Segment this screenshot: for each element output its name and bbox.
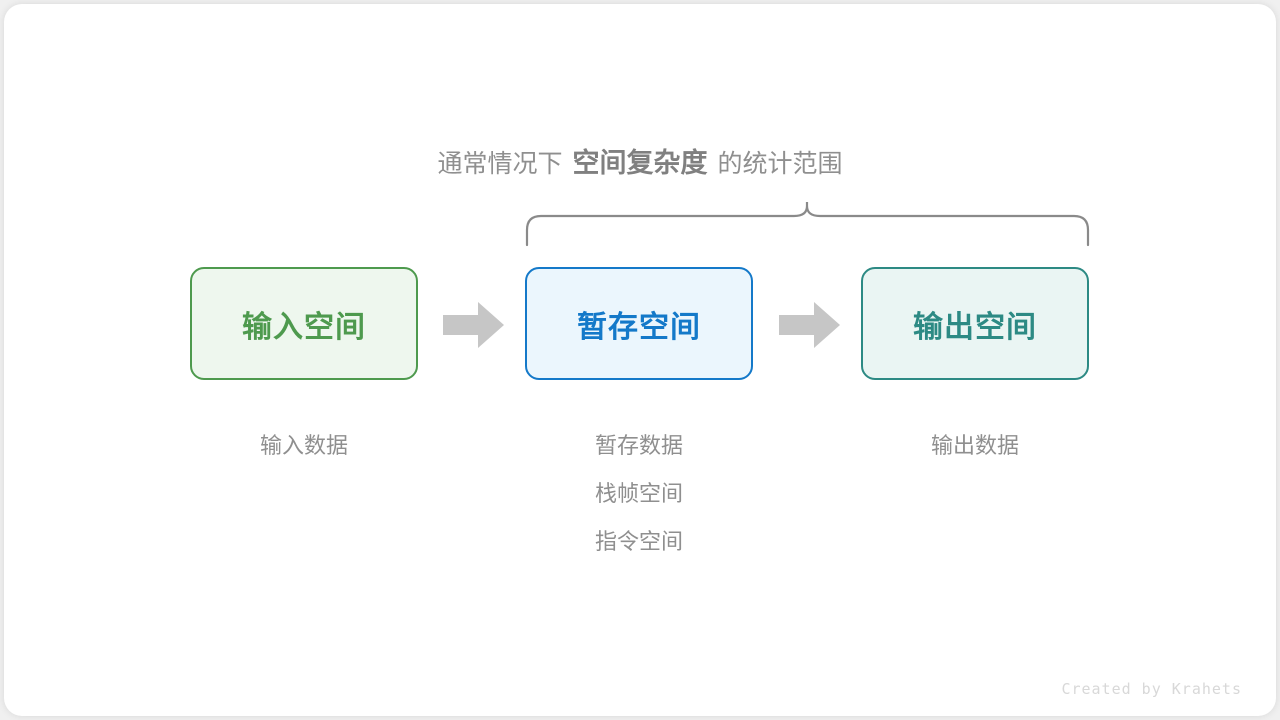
caption-column-temp: 暂存数据 栈帧空间 指令空间 <box>479 422 799 566</box>
caption-temp-1: 栈帧空间 <box>594 481 683 506</box>
arrow-temp-to-output-icon <box>779 300 841 350</box>
title-suffix: 的统计范围 <box>717 150 843 178</box>
caption-input-0: 输入数据 <box>259 433 348 458</box>
diagram-title: 通常情况下空间复杂度的统计范围 <box>0 150 1280 177</box>
box-input-space-label: 输入空间 <box>242 310 366 344</box>
box-output-space-label: 输出空间 <box>913 310 1037 344</box>
title-prefix: 通常情况下 <box>437 150 563 178</box>
scope-brace <box>518 198 1098 252</box>
caption-temp-2: 指令空间 <box>594 529 683 554</box>
caption-temp-0: 暂存数据 <box>594 433 683 458</box>
title-emphasis: 空间复杂度 <box>572 148 708 178</box>
caption-column-output: 输出数据 <box>815 422 1135 470</box>
box-input-space[interactable]: 输入空间 <box>190 267 418 380</box>
box-temp-space[interactable]: 暂存空间 <box>525 267 753 380</box>
arrow-input-to-temp-icon <box>443 300 505 350</box>
box-output-space[interactable]: 输出空间 <box>861 267 1089 380</box>
caption-column-input: 输入数据 <box>144 422 464 470</box>
author-credit: Created by Krahets <box>1061 680 1242 698</box>
box-temp-space-label: 暂存空间 <box>577 310 701 344</box>
caption-output-0: 输出数据 <box>930 433 1019 458</box>
